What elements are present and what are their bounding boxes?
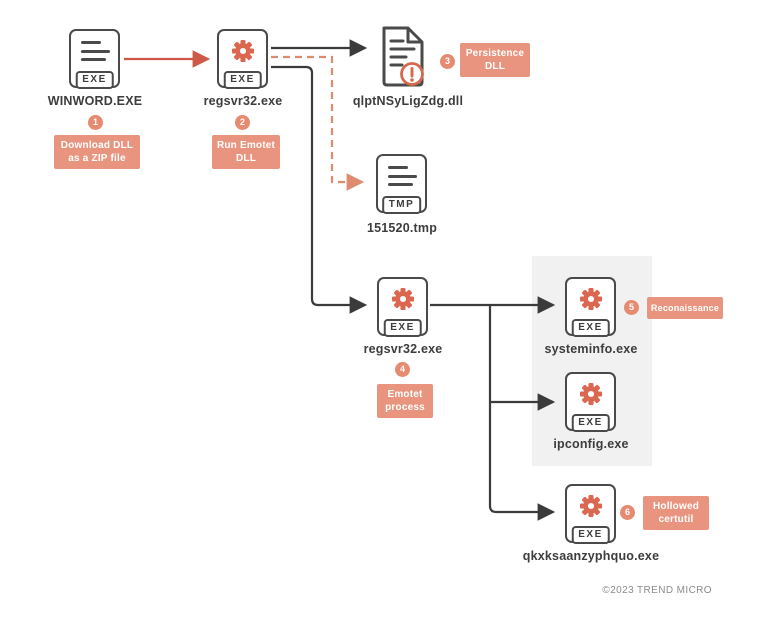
winword-label: WINWORD.EXE [47, 94, 143, 108]
dll-label: qlptNSyLigZdg.dll [352, 94, 464, 108]
step-badge-3: 3 [440, 54, 455, 69]
exe-type-badge: EXE [571, 414, 610, 432]
note-line: Run Emotet [216, 140, 276, 151]
note-line: Reconaissance [650, 303, 720, 313]
ipconfig-file-icon: EXE [565, 372, 616, 432]
note-line: process [385, 402, 425, 413]
step-badge-4: 4 [395, 362, 410, 377]
document-lines-icon [388, 166, 417, 192]
note-pill-run-emotet: Run Emotet DLL [212, 135, 280, 169]
note-line: as a ZIP file [68, 153, 126, 164]
step-badge-5: 5 [624, 300, 639, 315]
ipconfig-label: ipconfig.exe [553, 437, 629, 451]
note-pill-persistence-dll: Persistence DLL [460, 43, 530, 77]
regsvr32-top-label: regsvr32.exe [203, 94, 283, 108]
copyright-text: ©2023 TREND MICRO [602, 585, 712, 596]
step-badge-2: 2 [235, 115, 250, 130]
gear-icon [231, 39, 254, 63]
gear-icon [391, 287, 414, 311]
qkxks-file-icon: EXE [565, 484, 616, 544]
systeminfo-file-icon: EXE [565, 277, 616, 337]
dll-document-alert-icon [382, 26, 424, 87]
exe-type-badge: EXE [75, 71, 114, 89]
note-line: Persistence [465, 48, 525, 59]
exe-type-badge: EXE [223, 71, 262, 89]
note-line: certutil [658, 514, 694, 525]
regsvr32-top-file-icon: EXE [217, 29, 268, 89]
gear-icon [579, 494, 602, 518]
gear-icon [579, 287, 602, 311]
winword-file-icon: EXE [69, 29, 120, 89]
step-badge-1: 1 [88, 115, 103, 130]
tmp-label: 151520.tmp [366, 221, 438, 235]
regsvr32-child-label: regsvr32.exe [363, 342, 443, 356]
tmp-type-badge: TMP [381, 196, 422, 214]
note-pill-download-dll: Download DLL as a ZIP file [54, 135, 140, 169]
note-line: DLL [484, 61, 506, 72]
note-pill-emotet-process: Emotet process [377, 384, 433, 418]
regsvr32-child-file-icon: EXE [377, 277, 428, 337]
tmp-file-icon: TMP [376, 154, 427, 214]
exe-type-badge: EXE [571, 319, 610, 337]
note-pill-hollowed-certutil: Hollowed certutil [643, 496, 709, 530]
edge-regsvr32-to-tmp-dashed [271, 55, 365, 191]
note-line: Download DLL [60, 140, 134, 151]
exe-type-badge: EXE [383, 319, 422, 337]
note-line: Emotet [387, 389, 423, 400]
step-badge-6: 6 [620, 505, 635, 520]
exe-type-badge: EXE [571, 526, 610, 544]
document-lines-icon [81, 41, 110, 67]
systeminfo-label: systeminfo.exe [544, 342, 638, 356]
note-pill-reconaissance: Reconaissance [647, 297, 723, 319]
note-line: Hollowed [652, 501, 700, 512]
gear-icon [579, 382, 602, 406]
qkxks-label: qkxksaanzyphquo.exe [522, 549, 660, 563]
note-line: DLL [235, 153, 257, 164]
